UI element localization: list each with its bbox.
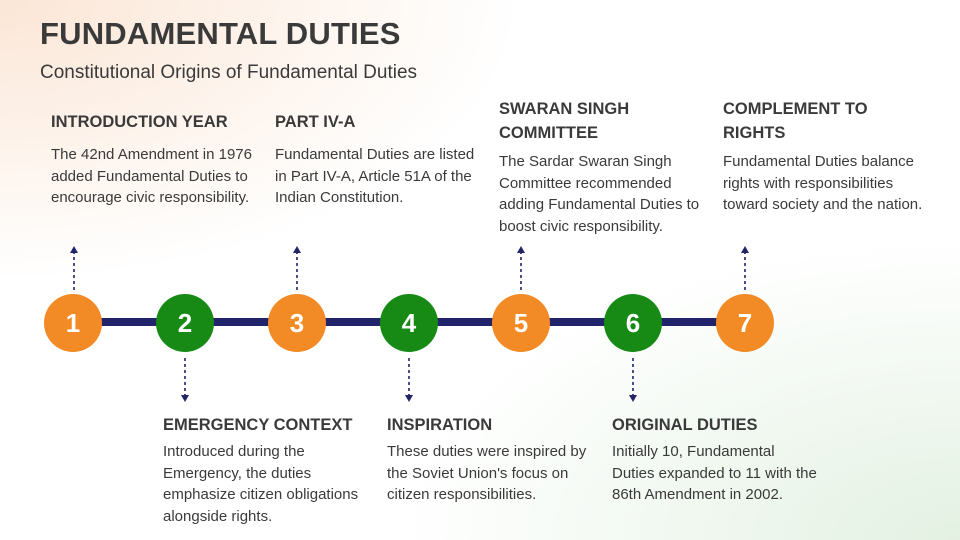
timeline-node-2: 2	[156, 294, 214, 352]
timeline-card-5: SWARAN SINGH COMMITTEE The Sardar Swaran…	[499, 97, 714, 237]
timeline-card-title: COMPLEMENT TO RIGHTS	[723, 100, 868, 142]
arrow-up-icon	[293, 246, 301, 290]
timeline-card-title: PART IV-A	[275, 113, 356, 131]
timeline-card-text: The Sardar Swaran Singh Committee recomm…	[499, 153, 700, 235]
arrow-down-icon	[181, 358, 189, 402]
timeline-node-7: 7	[716, 294, 774, 352]
node-number: 5	[513, 307, 529, 338]
node-number: 7	[737, 307, 753, 338]
timeline-card-text: Initially 10, Fundamental Duties expande…	[612, 443, 817, 503]
timeline-card-6: ORIGINAL DUTIES Initially 10, Fundamenta…	[612, 413, 817, 506]
timeline-card-text: Fundamental Duties are listed in Part IV…	[275, 146, 475, 206]
timeline-card-text: Introduced during the Emergency, the dut…	[163, 443, 359, 525]
node-number: 4	[401, 307, 417, 338]
page-subtitle: Constitutional Origins of Fundamental Du…	[40, 62, 418, 83]
timeline-card-text: Fundamental Duties balance rights with r…	[723, 153, 923, 213]
node-number: 2	[177, 307, 193, 338]
timeline-node-3: 3	[268, 294, 326, 352]
arrow-down-icon	[405, 358, 413, 402]
node-number: 6	[625, 307, 641, 338]
arrow-up-icon	[517, 246, 525, 290]
timeline-card-7: COMPLEMENT TO RIGHTS Fundamental Duties …	[723, 97, 928, 216]
timeline-card-text: These duties were inspired by the Soviet…	[387, 443, 587, 503]
arrow-down-icon	[629, 358, 637, 402]
timeline-card-3: PART IV-A Fundamental Duties are listed …	[275, 110, 480, 209]
timeline-card-title: SWARAN SINGH COMMITTEE	[499, 100, 630, 142]
page-title: FUNDAMENTAL DUTIES	[40, 16, 401, 51]
node-number: 3	[289, 307, 305, 338]
timeline-node-6: 6	[604, 294, 662, 352]
timeline-card-1: INTRODUCTION YEAR The 42nd Amendment in …	[51, 110, 256, 209]
timeline-card-title: ORIGINAL DUTIES	[612, 416, 758, 434]
timeline-card-title: INSPIRATION	[387, 416, 493, 434]
timeline-node-5: 5	[492, 294, 550, 352]
timeline-card-2: EMERGENCY CONTEXT Introduced during the …	[163, 413, 368, 527]
arrow-up-icon	[70, 246, 78, 290]
timeline-node-1: 1	[44, 294, 102, 352]
timeline-node-4: 4	[380, 294, 438, 352]
node-number: 1	[65, 307, 81, 338]
timeline-card-title: EMERGENCY CONTEXT	[163, 416, 353, 434]
arrow-up-icon	[741, 246, 749, 290]
timeline-card-text: The 42nd Amendment in 1976 added Fundame…	[51, 146, 252, 206]
timeline-card-title: INTRODUCTION YEAR	[51, 113, 228, 131]
timeline-card-4: INSPIRATION These duties were inspired b…	[387, 413, 592, 506]
